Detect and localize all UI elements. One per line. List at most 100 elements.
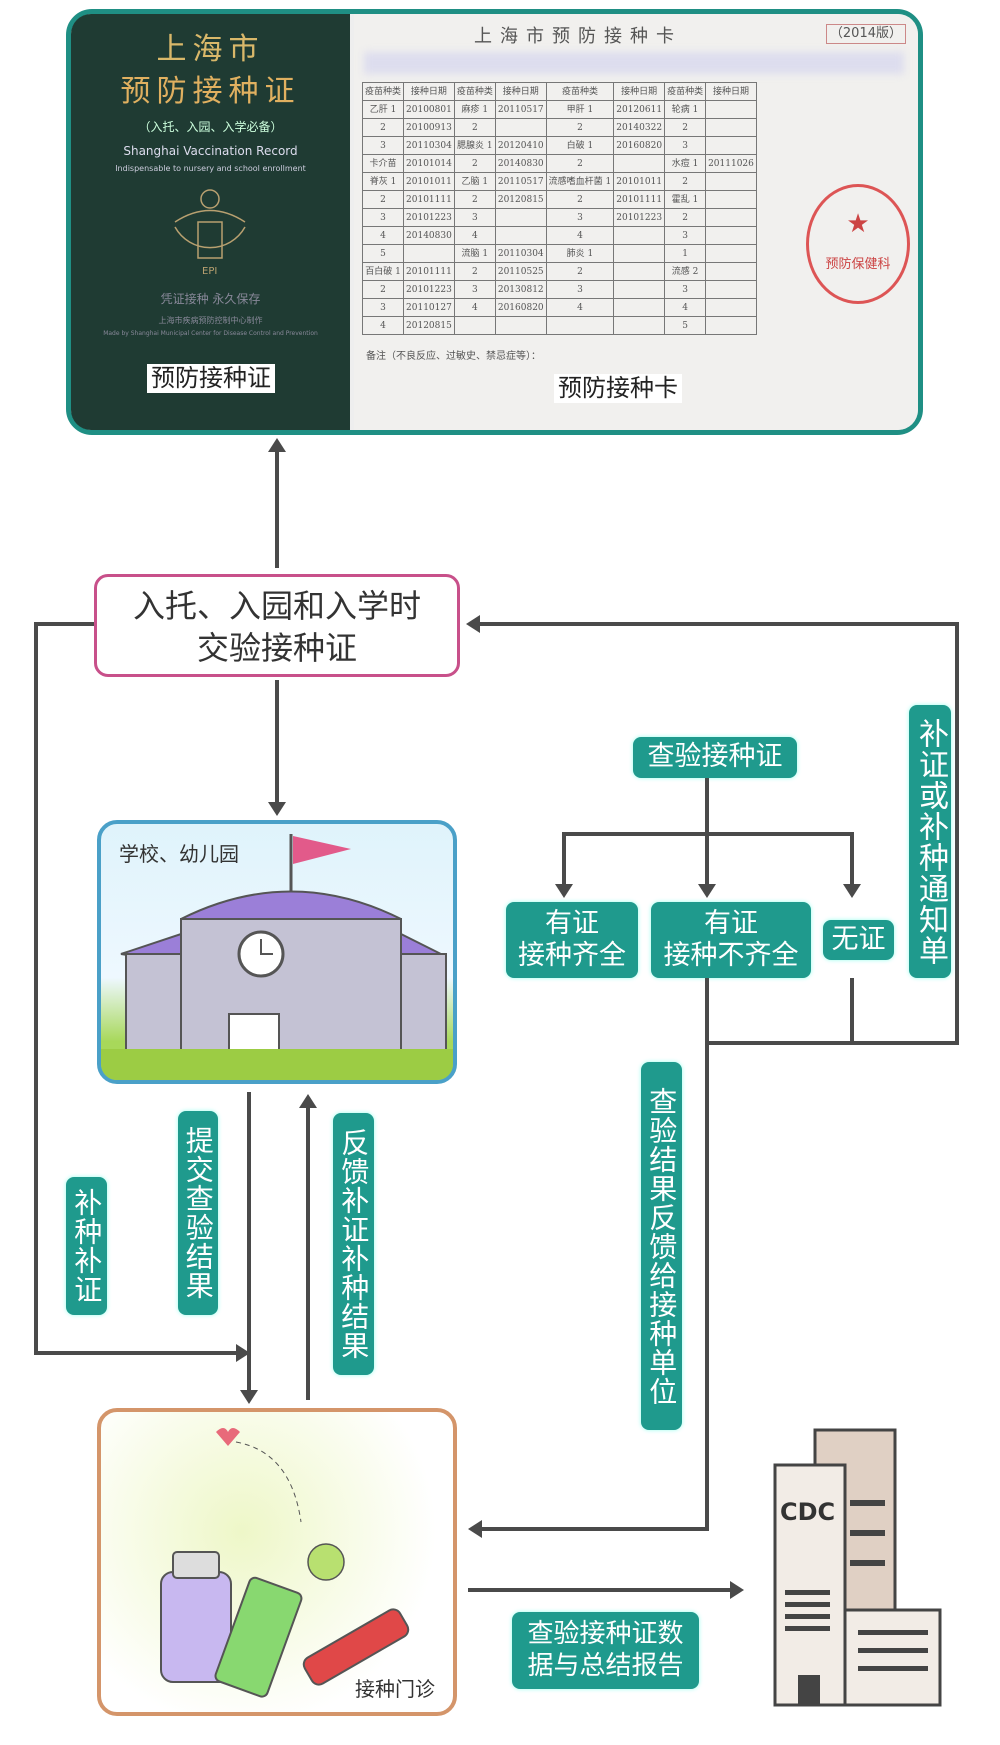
cover-subtitle: （入托、入园、入学必备）: [138, 120, 283, 134]
no-certificate-node: 无证: [823, 920, 894, 960]
report-label: 查验接种证数据与总结报告: [512, 1612, 699, 1689]
table-cell: [613, 244, 666, 263]
table-cell: 20101014: [403, 154, 455, 173]
table-cell: 2: [545, 262, 615, 281]
school-node: 学校、幼儿园: [97, 820, 457, 1084]
table-cell: 3: [453, 208, 496, 227]
table-cell: [453, 316, 496, 335]
table-cell: 流脑 1: [453, 244, 496, 263]
cdc-text: CDC: [780, 1498, 835, 1526]
table-cell: [705, 244, 757, 263]
table-cell: 3: [361, 136, 405, 155]
school-label: 学校、幼儿园: [119, 842, 239, 866]
table-cell: 20140322: [613, 118, 666, 137]
arrow-down-icon: [268, 802, 286, 816]
table-cell: 2: [361, 118, 405, 137]
table-cell: 白破 1: [545, 136, 615, 155]
table-cell: 3: [664, 136, 707, 155]
cover-slogan: 凭证接种 永久保存: [160, 292, 261, 306]
table-cell: 20110127: [403, 298, 455, 317]
entry-check-node: 入托、入园和入学时交验接种证: [94, 574, 460, 677]
table-cell: [494, 208, 547, 227]
vaccination-documents-photo: 上海市 预防接种证 （入托、入园、入学必备） Shanghai Vaccinat…: [66, 9, 923, 435]
table-header: 疫苗种类: [545, 82, 615, 101]
table-header: 疫苗种类: [361, 82, 405, 101]
table-cell: 霍乱 1: [664, 190, 707, 209]
stamp-text: 预防保健科: [825, 257, 891, 272]
table-cell: 2: [453, 154, 496, 173]
table-cell: [613, 262, 666, 281]
table-cell: 2: [453, 262, 496, 281]
table-cell: [494, 226, 547, 245]
table-cell: [705, 118, 757, 137]
feedback-results-label: 反馈补证补种结果: [333, 1113, 374, 1375]
table-cell: 20110517: [494, 100, 547, 119]
table-cell: 2: [664, 118, 707, 137]
clinic-label: 接种门诊: [355, 1677, 435, 1701]
arrow-up-icon: [299, 1094, 317, 1108]
table-cell: 2: [545, 118, 615, 137]
sheet-note: 备注（不良反应、过敏史、禁忌症等）：: [366, 351, 541, 362]
table-cell: 2: [453, 118, 496, 137]
table-cell: 4: [545, 226, 615, 245]
cover-en-title: Shanghai Vaccination Record: [123, 144, 298, 158]
table-cell: [613, 298, 666, 317]
notice-label: 补证或补种通知单: [909, 705, 951, 978]
table-cell: 20120410: [494, 136, 547, 155]
cover-title: 预防接种证: [120, 74, 301, 109]
table-cell: [705, 226, 757, 245]
table-cell: 轮病 1: [664, 100, 707, 119]
table-cell: 卡介苗: [361, 154, 405, 173]
table-cell: 4: [361, 316, 405, 335]
feedback-to-unit-label: 查验结果反馈给接种单位: [641, 1062, 682, 1430]
table-cell: [494, 316, 547, 335]
table-cell: 2: [545, 190, 615, 209]
arrow-right-icon: [236, 1344, 250, 1362]
table-cell: 20101223: [613, 208, 666, 227]
table-cell: 20110525: [494, 262, 547, 281]
vaccine-illustration: [160, 1428, 410, 1698]
cdc-building-illustration: CDC: [773, 1428, 942, 1707]
table-cell: 3: [664, 226, 707, 245]
table-cell: 20160820: [494, 298, 547, 317]
table-cell: 腮腺炎 1: [453, 136, 496, 155]
table-cell: 20120815: [494, 190, 547, 209]
table-cell: [705, 136, 757, 155]
arrow-right-icon: [730, 1581, 744, 1599]
table-cell: 4: [453, 226, 496, 245]
table-cell: 20110304: [494, 244, 547, 263]
table-cell: 20160820: [613, 136, 666, 155]
sheet-edition: （2014版）: [825, 24, 906, 44]
table-cell: 3: [545, 280, 615, 299]
table-cell: 3: [664, 280, 707, 299]
table-cell: 1: [664, 244, 707, 263]
table-cell: [613, 316, 666, 335]
cover-maker-en: Made by Shanghai Municipal Center for Di…: [103, 330, 318, 337]
table-cell: 2: [361, 190, 405, 209]
table-header: 接种日期: [613, 82, 666, 101]
table-cell: 20100801: [403, 100, 455, 119]
table-cell: 2: [453, 190, 496, 209]
table-cell: 20101111: [403, 262, 455, 281]
table-cell: 20101011: [403, 172, 455, 191]
submit-results-label: 提交查验结果: [178, 1111, 218, 1315]
table-cell: 20101223: [403, 280, 455, 299]
table-cell: 20120611: [613, 100, 666, 119]
vaccination-certificate-cover: 上海市 预防接种证 （入托、入园、入学必备） Shanghai Vaccinat…: [71, 14, 350, 430]
table-cell: 4: [361, 226, 405, 245]
table-cell: 20101111: [613, 190, 666, 209]
stamp-star-icon: ★: [846, 209, 870, 239]
arrow-down-icon: [698, 884, 716, 898]
epi-logo-icon: EPI: [174, 189, 246, 277]
table-cell: 3: [361, 208, 405, 227]
official-stamp: ★ 预防保健科: [806, 184, 910, 304]
certificate-caption: 预防接种证: [147, 364, 275, 393]
